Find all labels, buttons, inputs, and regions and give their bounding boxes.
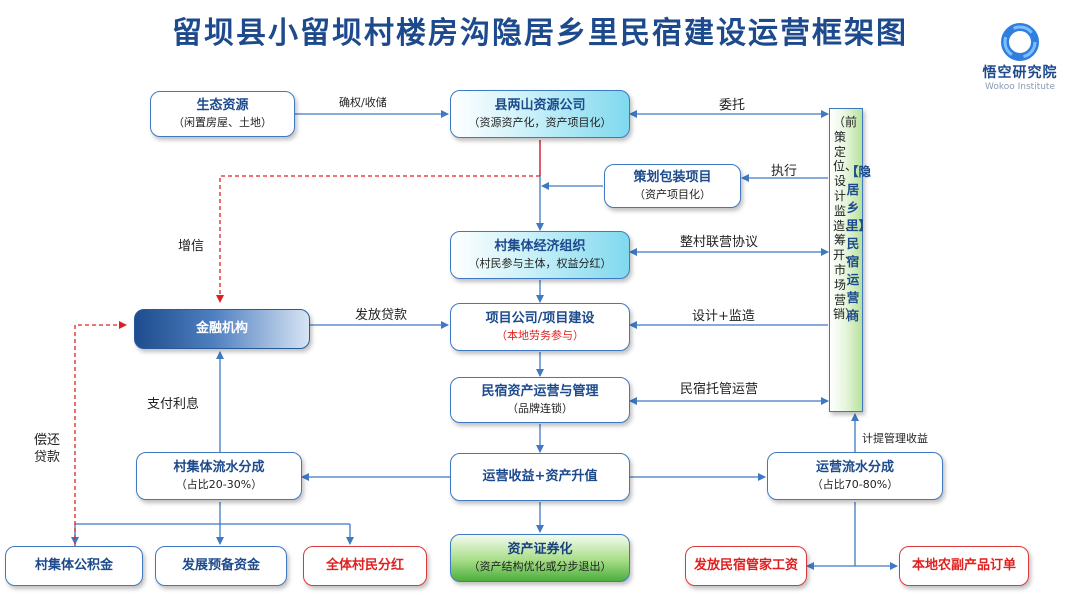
wage-title: 发放民宿管家工资 (693, 558, 798, 573)
planning-sub: （资产项目化） (634, 188, 711, 201)
label-confirm: 确权/收储 (339, 96, 387, 109)
finance-title: 金融机构 (195, 321, 248, 336)
label-loan: 发放贷款 (355, 308, 408, 323)
operator-box: （前策定位、设计监造、筹开、市场营销） 【隐居乡里】民宿运营商 (829, 108, 872, 412)
income-box: 运营收益+资产升值 (450, 453, 630, 501)
eco-resource-box: 生态资源 （闲置房屋、土地） (150, 91, 295, 137)
dividend-box: 全体村民分红 (303, 546, 427, 586)
label-hosting: 民宿托管运营 (680, 382, 759, 397)
planning-title: 策划包装项目 (633, 170, 712, 185)
split-line-villageflow (75, 502, 350, 525)
accumulation-fund-box: 村集体公积金 (5, 546, 143, 586)
operation-sub: （品牌连锁） (507, 402, 573, 415)
label-credit: 增信 (178, 239, 205, 254)
label-design: 设计+监造 (692, 309, 755, 324)
logo-name: 悟空研究院 (982, 65, 1058, 81)
op-flow-box: 运营流水分成 （占比70-80%） (767, 452, 943, 500)
securitization-sub: （资产结构优化或分步退出） (468, 560, 612, 573)
label-accrue: 计提管理收益 (862, 432, 928, 445)
liangshan-company-box: 县两山资源公司 （资源资产化，资产项目化） (450, 90, 630, 138)
operation-title: 民宿资产运营与管理 (481, 384, 599, 399)
collective-box: 村集体经济组织 （村民参与主体，权益分红） (450, 231, 630, 279)
securitization-title: 资产证券化 (507, 542, 573, 557)
wage-box: 发放民宿管家工资 (685, 546, 807, 586)
income-title: 运营收益+资产升值 (482, 469, 598, 484)
liangshan-title: 县两山资源公司 (494, 98, 586, 113)
orders-title: 本地农副产品订单 (911, 558, 1016, 573)
project-box: 项目公司/项目建设 （本地劳务参与） (450, 303, 630, 351)
project-title: 项目公司/项目建设 (485, 311, 595, 326)
eco-resource-title: 生态资源 (196, 98, 249, 113)
accumulation-fund-title: 村集体公积金 (34, 558, 113, 573)
village-flow-sub: （占比20-30%） (175, 478, 263, 491)
eco-resource-sub: （闲置房屋、土地） (173, 116, 272, 129)
collective-sub: （村民参与主体，权益分红） (468, 257, 612, 270)
collective-title: 村集体经济组织 (494, 239, 586, 254)
logo: 悟空研究院 Wokoo Institute (980, 22, 1060, 94)
finance-box: 金融机构 (134, 309, 310, 349)
village-flow-box: 村集体流水分成 （占比20-30%） (136, 452, 302, 500)
red-arrow-repay (74, 321, 127, 546)
label-repay: 偿还贷款 (33, 433, 60, 465)
project-sub: （本地劳务参与） (496, 329, 584, 342)
dividend-title: 全体村民分红 (325, 558, 404, 573)
operator-name: 【隐居乡里】民宿运营商 (846, 164, 872, 323)
securitization-box: 资产证券化 （资产结构优化或分步退出） (450, 534, 630, 582)
operation-box: 民宿资产运营与管理 （品牌连锁） (450, 377, 630, 423)
reserve-fund-title: 发展预备资金 (181, 558, 260, 573)
op-flow-sub: （占比70-80%） (811, 478, 899, 491)
label-entrust: 委托 (719, 98, 746, 113)
page-title: 留坝县小留坝村楼房沟隐居乡里民宿建设运营框架图 (172, 16, 908, 51)
orders-box: 本地农副产品订单 (899, 546, 1029, 586)
label-joint-agreement: 整村联营协议 (680, 235, 759, 250)
red-arrow-credit (216, 175, 540, 303)
reserve-fund-box: 发展预备资金 (155, 546, 287, 586)
village-flow-title: 村集体流水分成 (173, 460, 265, 475)
op-flow-title: 运营流水分成 (815, 460, 894, 475)
logo-subtitle: Wokoo Institute (984, 82, 1056, 92)
label-interest: 支付利息 (147, 397, 200, 412)
label-execute: 执行 (771, 164, 798, 179)
liangshan-sub: （资源资产化，资产项目化） (468, 116, 612, 129)
wokoo-ring-logo-icon (1001, 23, 1039, 61)
operator-note: （前策定位、设计监造、筹开、市场营销） (833, 115, 858, 322)
planning-box: 策划包装项目 （资产项目化） (604, 164, 741, 208)
